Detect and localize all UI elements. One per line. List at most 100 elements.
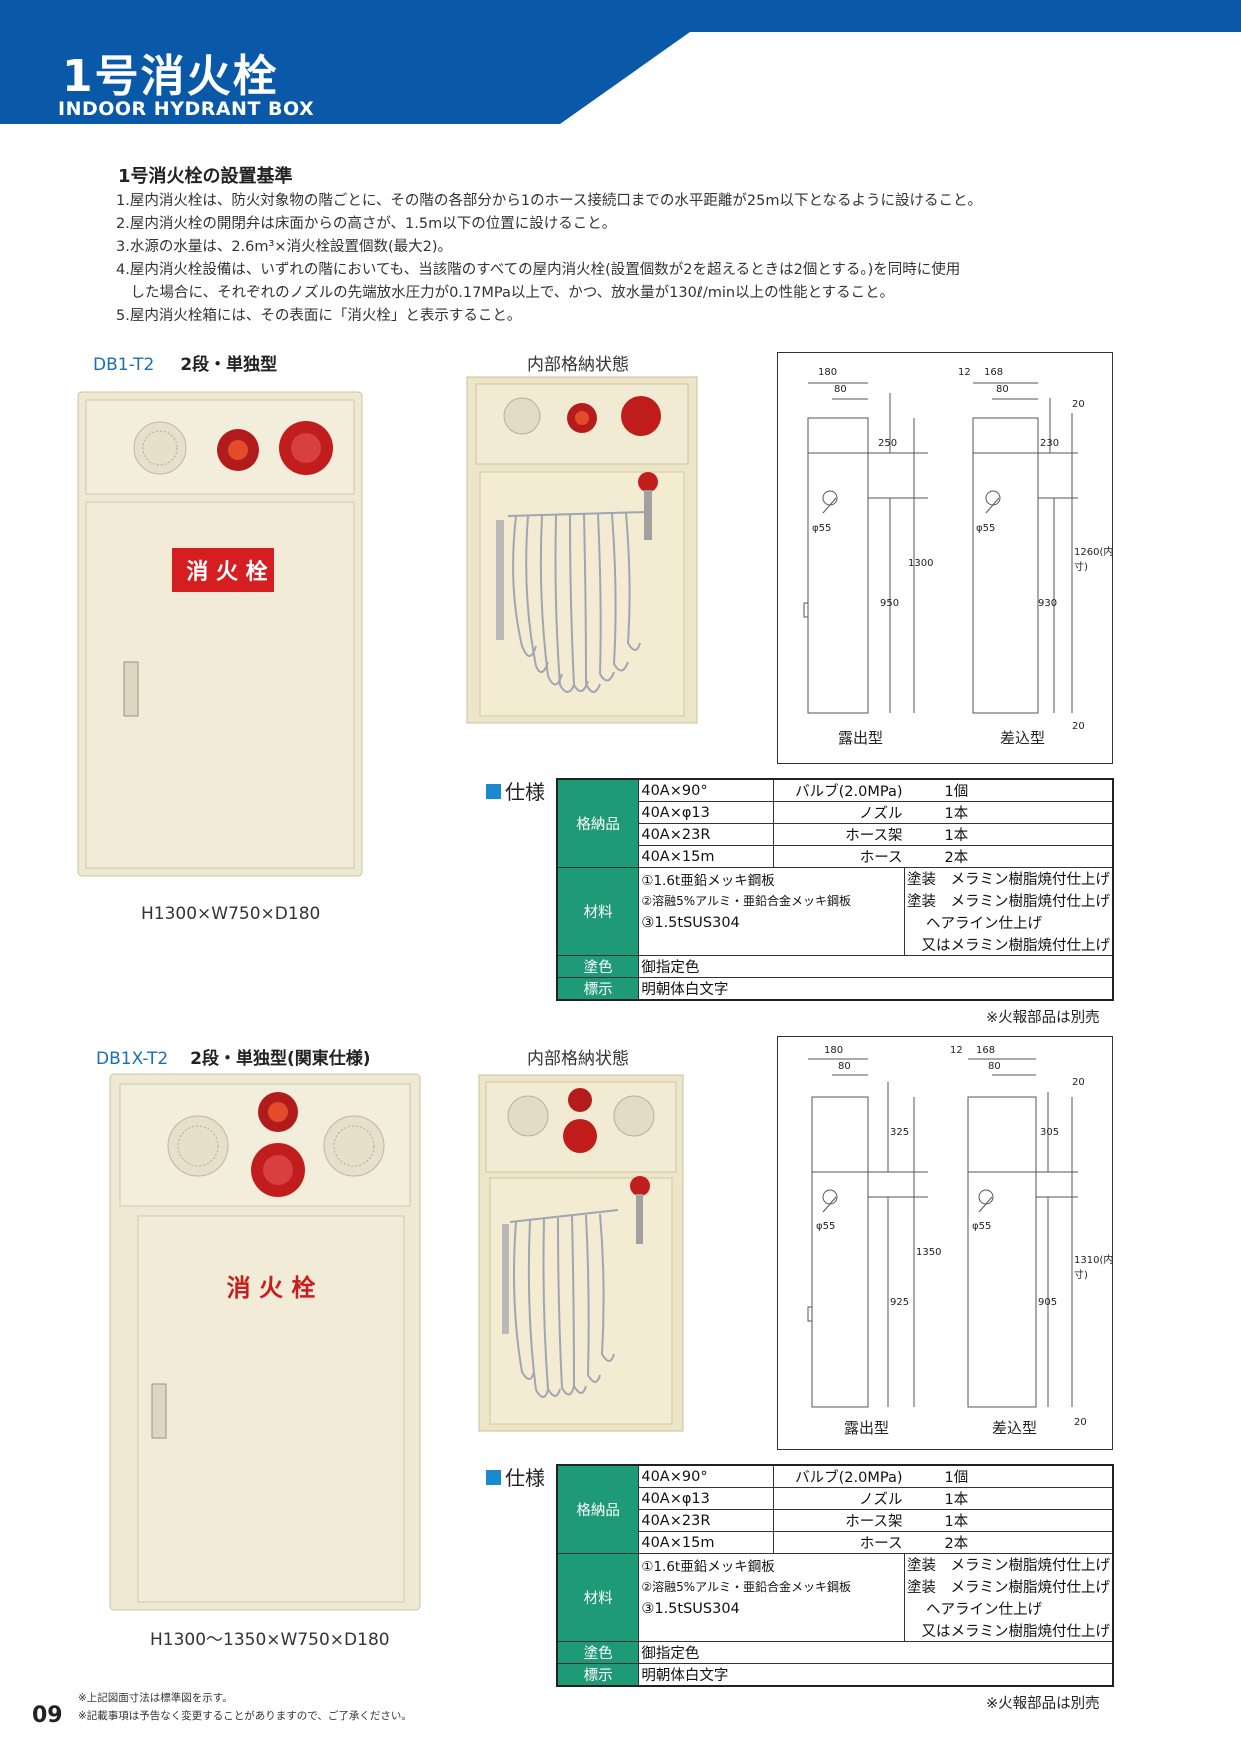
spec-cell: ②溶融5%アルミ・亜鉛合金メッキ鋼板 xyxy=(638,889,905,912)
spec-cell: 40A×15m xyxy=(638,845,774,868)
standard-line: 5.屋内消火栓箱には、その表面に「消火栓」と表示すること。 xyxy=(116,308,522,324)
product-dimensions: H1300～1350×W750×D180 xyxy=(150,1630,390,1650)
spec-category: 材料 xyxy=(556,867,640,956)
page-title: 1号消火栓 xyxy=(62,51,279,102)
dim-label: 925 xyxy=(890,1297,910,1308)
dim-label: 250 xyxy=(878,438,898,449)
standard-line: した場合に、それぞれのノズルの先端放水圧力が0.17MPa以上で、かつ、放水量が… xyxy=(116,285,895,301)
spec-cell xyxy=(638,1619,905,1642)
spec-cell: 塗装 メラミン樹脂焼付仕上げ xyxy=(904,889,1114,912)
spec-cell: 明朝体白文字 xyxy=(638,977,1114,1001)
spec-cell: ②溶融5%アルミ・亜鉛合金メッキ鋼板 xyxy=(638,1575,905,1598)
dim-label: 12 xyxy=(958,367,971,378)
drawing-label-exposed: 露出型 xyxy=(844,1419,890,1437)
spec-cell: バルブ(2.0MPa) xyxy=(773,1464,905,1488)
dim-label: φ55 xyxy=(812,523,832,534)
footer-note: ※上記図面寸法は標準図を示す。 xyxy=(78,1692,233,1704)
standard-line: 3.水源の水量は、2.6m³×消火栓設置個数(最大2)。 xyxy=(116,239,453,255)
spec-cell: 40A×φ13 xyxy=(638,801,774,824)
spec-cell: 塗装 メラミン樹脂焼付仕上げ xyxy=(904,1553,1114,1576)
spec-category: 標示 xyxy=(556,1663,640,1687)
spec-cell: ③1.5tSUS304 xyxy=(638,1597,905,1620)
product-name: 2段・単独型 xyxy=(180,355,278,375)
spec-cell: 1個 xyxy=(904,1464,1114,1488)
spec-cell: 塗装 メラミン樹脂焼付仕上げ xyxy=(904,867,1114,890)
spec-cell: 40A×90° xyxy=(638,778,774,802)
spec-cell: 2本 xyxy=(904,1531,1114,1554)
standard-line: 1.屋内消火栓は、防火対象物の階ごとに、その階の各部分から1のホース接続口までの… xyxy=(116,193,983,209)
drawing-lines xyxy=(807,1058,1078,1408)
standard-line: 4.屋内消火栓設備は、いずれの階においても、当該階のすべての屋内消火栓(設置個数… xyxy=(116,262,961,278)
spec-cell: ホース xyxy=(773,1531,905,1554)
dim-label: 180 xyxy=(824,1045,844,1056)
dim-label: 950 xyxy=(880,598,900,609)
standard-line: 2.屋内消火栓の開閉弁は床面からの高さが、1.5m以下の位置に設けること。 xyxy=(116,216,617,232)
dim-label: 1310(内寸) xyxy=(1074,1255,1114,1281)
spec-cell: 40A×23R xyxy=(638,1509,774,1532)
drawing-lines xyxy=(803,382,1078,714)
interior-photo xyxy=(466,376,698,724)
cabinet-photo xyxy=(109,1073,421,1611)
dim-label: 230 xyxy=(1040,438,1060,449)
dimension-drawing: 180 80 250 φ55 1300 950 12 168 80 20 230… xyxy=(777,352,1113,764)
spec-cell: ホース xyxy=(773,845,905,868)
dim-label: 12 xyxy=(950,1045,963,1056)
dim-label: 80 xyxy=(988,1061,1001,1072)
spec-cell: ホース架 xyxy=(773,823,905,846)
dim-label: 20 xyxy=(1074,1417,1087,1428)
spec-category: 塗色 xyxy=(556,1641,640,1664)
spec-category: 格納品 xyxy=(556,778,640,868)
spec-table: 格納品 40A×90° バルブ(2.0MPa) 1個 40A×φ13 ノズル 1… xyxy=(556,1464,1114,1687)
dim-label: φ55 xyxy=(816,1221,836,1232)
interior-photo xyxy=(478,1074,684,1432)
drawing-label-recessed: 差込型 xyxy=(992,1419,1038,1437)
footer-note: ※記載事項は予告なく変更することがありますので、ご了承ください。 xyxy=(78,1710,412,1722)
spec-cell: ノズル xyxy=(773,1487,905,1510)
product-name: 2段・単独型(関東仕様) xyxy=(190,1049,371,1069)
dim-label: 1350 xyxy=(916,1247,942,1258)
square-icon xyxy=(486,784,501,799)
dim-label: 930 xyxy=(1038,598,1058,609)
dim-label: 325 xyxy=(890,1127,910,1138)
spec-cell: 2本 xyxy=(904,845,1114,868)
spec-cell: 1本 xyxy=(904,1509,1114,1532)
spec-cell: ③1.5tSUS304 xyxy=(638,911,905,934)
spec-cell: ①1.6t亜鉛メッキ鋼板 xyxy=(638,867,905,890)
spec-category: 標示 xyxy=(556,977,640,1001)
spec-cell: 1本 xyxy=(904,801,1114,824)
product-code: DB1-T2 xyxy=(93,355,155,375)
spec-category: 格納品 xyxy=(556,1464,640,1554)
product-dimensions: H1300×W750×D180 xyxy=(141,904,321,924)
standards-heading: 1号消火栓の設置基準 xyxy=(118,166,293,187)
spec-cell: 御指定色 xyxy=(638,1641,1114,1664)
spec-cell: 1本 xyxy=(904,1487,1114,1510)
spec-note: ※火報部品は別売 xyxy=(986,1010,1100,1026)
spec-cell: 1本 xyxy=(904,823,1114,846)
page-number: 09 xyxy=(32,1703,63,1728)
spec-cell: 又はメラミン樹脂焼付仕上げ xyxy=(904,933,1114,956)
spec-table: 格納品 40A×90° バルブ(2.0MPa) 1個 40A×φ13 ノズル 1… xyxy=(556,778,1114,1001)
dim-label: φ55 xyxy=(976,523,996,534)
dim-label: 20 xyxy=(1072,1077,1085,1088)
product-title: DB1X-T2 2段・単独型(関東仕様) xyxy=(96,1044,371,1069)
dim-label: 905 xyxy=(1038,1297,1058,1308)
spec-cell: ①1.6t亜鉛メッキ鋼板 xyxy=(638,1553,905,1576)
spec-heading: 仕様 xyxy=(486,776,545,805)
interior-caption: 内部格納状態 xyxy=(527,1049,629,1069)
dim-label: 168 xyxy=(976,1045,996,1056)
square-icon xyxy=(486,1470,501,1485)
spec-title: 仕様 xyxy=(505,1466,545,1490)
product-code: DB1X-T2 xyxy=(96,1049,169,1069)
spec-cell xyxy=(638,933,905,956)
spec-cell: 明朝体白文字 xyxy=(638,1663,1114,1687)
spec-cell: 御指定色 xyxy=(638,955,1114,978)
spec-cell: 塗装 メラミン樹脂焼付仕上げ xyxy=(904,1575,1114,1598)
dim-label: φ55 xyxy=(972,1221,992,1232)
spec-cell: 40A×15m xyxy=(638,1531,774,1554)
drawing-label-exposed: 露出型 xyxy=(838,729,884,747)
spec-cell: 40A×φ13 xyxy=(638,1487,774,1510)
spec-category: 塗色 xyxy=(556,955,640,978)
spec-note: ※火報部品は別売 xyxy=(986,1696,1100,1712)
spec-cell: 1個 xyxy=(904,778,1114,802)
spec-cell: バルブ(2.0MPa) xyxy=(773,778,905,802)
